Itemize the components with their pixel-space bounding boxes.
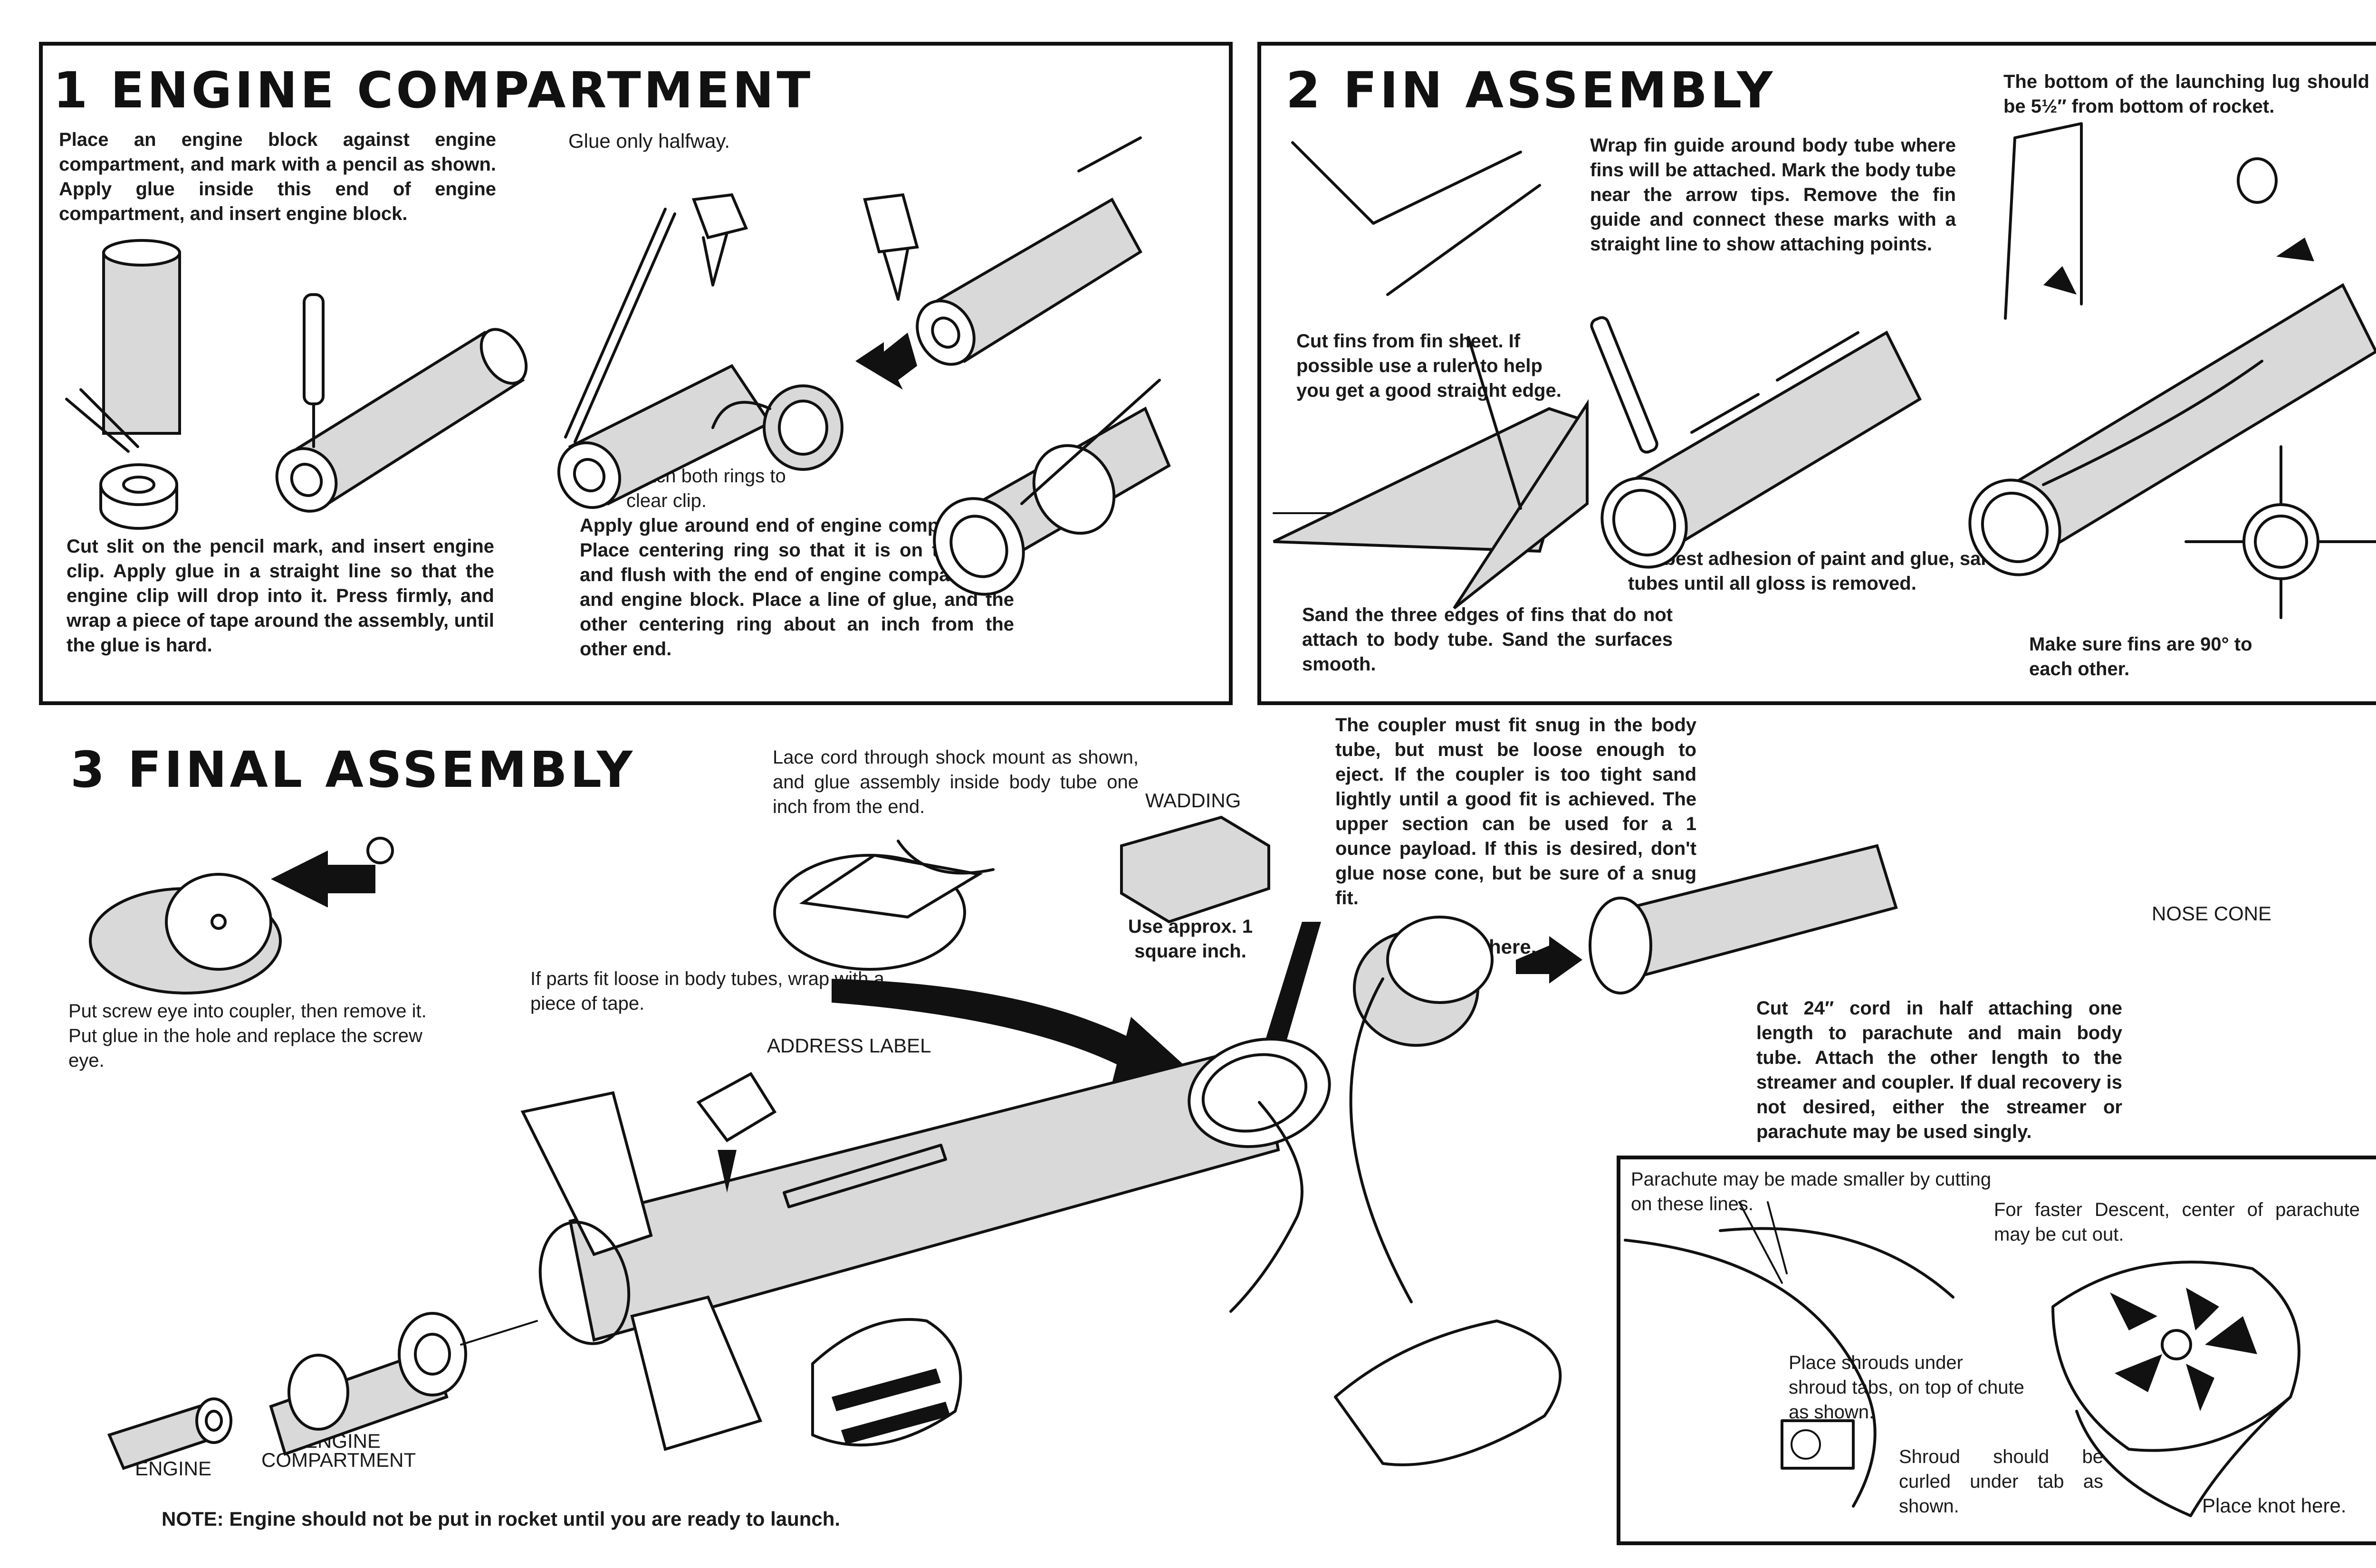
slit-tube-drawing	[275, 293, 528, 513]
fin-guide-tube-drawing	[1590, 316, 1922, 569]
loose-parts-note: If parts fit loose in body tubes, wrap w…	[530, 968, 884, 1014]
glue-halfway-drawing	[557, 193, 772, 509]
address-label-label: ADDRESS LABEL	[767, 1034, 931, 1057]
rocket-body-drawing	[520, 1037, 1331, 1451]
parachute-bundle-drawing	[811, 1318, 962, 1447]
section1-heading: 1 ENGINE COMPARTMENT	[53, 61, 814, 119]
parachute-faster-note: For faster Descent, center of parachute …	[1994, 1199, 2360, 1245]
cutting-lines-drawing	[1624, 1201, 1954, 1508]
parachute-pattern	[2110, 1288, 2257, 1411]
launch-note: NOTE: Engine should not be put in rocket…	[162, 1508, 841, 1530]
parachute-box-illustrations	[1624, 1201, 2300, 1517]
engine-compartment-panel	[39, 42, 1233, 705]
glue-halfway-label: Glue only halfway.	[568, 130, 730, 152]
shrouds-note: Place shrouds under shroud tabs, on top …	[1789, 1352, 2024, 1423]
place-knot-label: Place knot here.	[2202, 1494, 2347, 1517]
fin-assembly-illustrations	[1273, 122, 2376, 619]
engine-drawing	[107, 1397, 232, 1470]
upper-tube-drawing	[1589, 844, 1898, 994]
launch-lug-note: The bottom of the launching lug should b…	[2003, 71, 2369, 117]
assembled-compartment-drawing	[933, 379, 1171, 596]
adhesion-note: For best adhesion of paint and glue, san…	[1628, 548, 2004, 594]
cut-fins-note: Cut fins from fin sheet. If possible use…	[1296, 331, 1562, 401]
shroud-curled-note: Shroud should be curled under tab as sho…	[1899, 1446, 2103, 1517]
coupler-drawing	[1353, 916, 1582, 1047]
glue-applicator-drawing	[863, 136, 1142, 366]
fin-90-check-drawing	[2184, 445, 2376, 619]
fin-guide-note: Wrap fin guide around body tube where fi…	[1590, 135, 1956, 255]
fins-90-note: Make sure fins are 90° to each other.	[2029, 634, 2252, 679]
body-tube-fins-drawing	[1968, 122, 2376, 576]
streamer-drawing	[1334, 977, 1562, 1466]
parachute-smaller-note: Parachute may be made smaller by cutting…	[1631, 1169, 1992, 1214]
nose-cone-label: NOSE CONE	[2152, 902, 2272, 925]
section3-heading: 3 FINAL ASSEMBLY	[70, 741, 636, 799]
screw-eye-note: Put screw eye into coupler, then remove …	[68, 1001, 427, 1071]
wadding-label: WADDING	[1145, 789, 1241, 812]
shock-mount-drawing	[773, 840, 995, 971]
parachute-cutout-drawing	[2051, 1261, 2300, 1517]
insert-arrow-1	[832, 979, 1183, 1083]
lace-cord-note: Lace cord through shock mount as shown, …	[773, 747, 1139, 817]
engine-compartment-drawing	[269, 1312, 538, 1456]
sand-edges-note: Sand the three edges of fins that do not…	[1302, 604, 1673, 675]
section1-step-b: Cut slit on the pencil mark, and insert …	[67, 536, 494, 656]
fin-sheet-drawing	[1273, 141, 1589, 610]
final-assembly-illustrations	[89, 815, 1898, 1470]
wadding-drawing	[1120, 815, 1270, 924]
screw-eye-coupler-drawing	[89, 837, 394, 994]
notch-rings-label: Notch both rings to clear clip.	[626, 466, 786, 511]
section1-step-a: Place an engine block against engine com…	[59, 129, 496, 224]
engine-block-tube-drawing	[65, 239, 181, 530]
coupler-note: The coupler must fit snug in the body tu…	[1335, 715, 1696, 908]
engine-compartment-illustrations	[65, 136, 1171, 596]
section2-heading: 2 FIN ASSEMBLY	[1286, 61, 1776, 119]
step-arrow	[855, 333, 917, 390]
cord-note: Cut 24″ cord in half attaching one lengt…	[1756, 998, 2122, 1142]
use-approx-note: Use approx. 1 square inch.	[1128, 916, 1253, 962]
centering-ring-drawing	[711, 384, 843, 471]
